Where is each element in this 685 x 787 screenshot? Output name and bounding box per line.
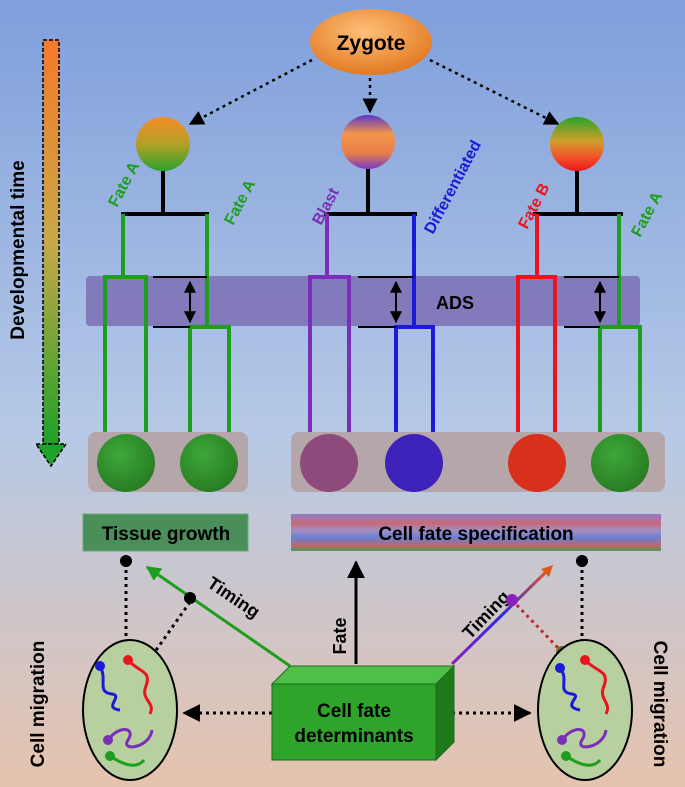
determinants-label-line1: Cell fate (317, 701, 391, 722)
right-connectors (510, 570, 584, 654)
connector-dot (184, 592, 196, 604)
cell-migration-label-right: Cell migration (649, 641, 670, 768)
daughter-cell-differentiated (385, 434, 443, 492)
tissue-growth-box (82, 513, 249, 552)
lineage-tree-left (103, 171, 231, 432)
developmental-time-arrow (34, 39, 68, 468)
fate-label: Fate (330, 617, 350, 654)
daughter-cell-fate-a-1 (97, 434, 155, 492)
connector-dot (120, 555, 132, 567)
timing-arrow-right (450, 565, 553, 666)
progenitor-cell-middle (341, 115, 395, 169)
zygote-division-arrows (188, 58, 560, 126)
lineage-tree-middle (308, 169, 435, 432)
cell-migration-label-left: Cell migration (28, 641, 49, 768)
ads-label: ADS (436, 293, 474, 313)
zygote-cell (310, 9, 432, 75)
cell-fate-specification-box (291, 514, 661, 551)
timing-arrow-right-head (541, 565, 553, 577)
daughter-cell-blast (300, 434, 358, 492)
daughter-cells-box-right (291, 432, 665, 492)
connector-dot (576, 555, 588, 567)
ads-band (86, 276, 640, 326)
timing-arrow-left (145, 565, 291, 668)
zygote-label: Zygote (337, 32, 406, 55)
cell-fate-specification-label: Cell fate specification (378, 524, 573, 545)
determinants-label-line2: determinants (294, 726, 413, 747)
tissue-growth-label: Tissue growth (102, 524, 230, 545)
connector-dot (506, 594, 518, 606)
left-connectors (124, 570, 192, 657)
lineage-tree-right (516, 171, 642, 432)
daughter-cell-fate-a-3 (591, 434, 649, 492)
migrating-cell-right (537, 639, 633, 781)
cell-fate-determinants-box (270, 664, 456, 762)
progenitor-cell-left (136, 117, 190, 171)
daughter-cell-fate-a-2 (180, 434, 238, 492)
progenitor-cell-right (550, 117, 604, 171)
developmental-time-label: Developmental time (8, 160, 29, 340)
migrating-cell-left (82, 639, 178, 781)
daughter-cell-fate-b (508, 434, 566, 492)
